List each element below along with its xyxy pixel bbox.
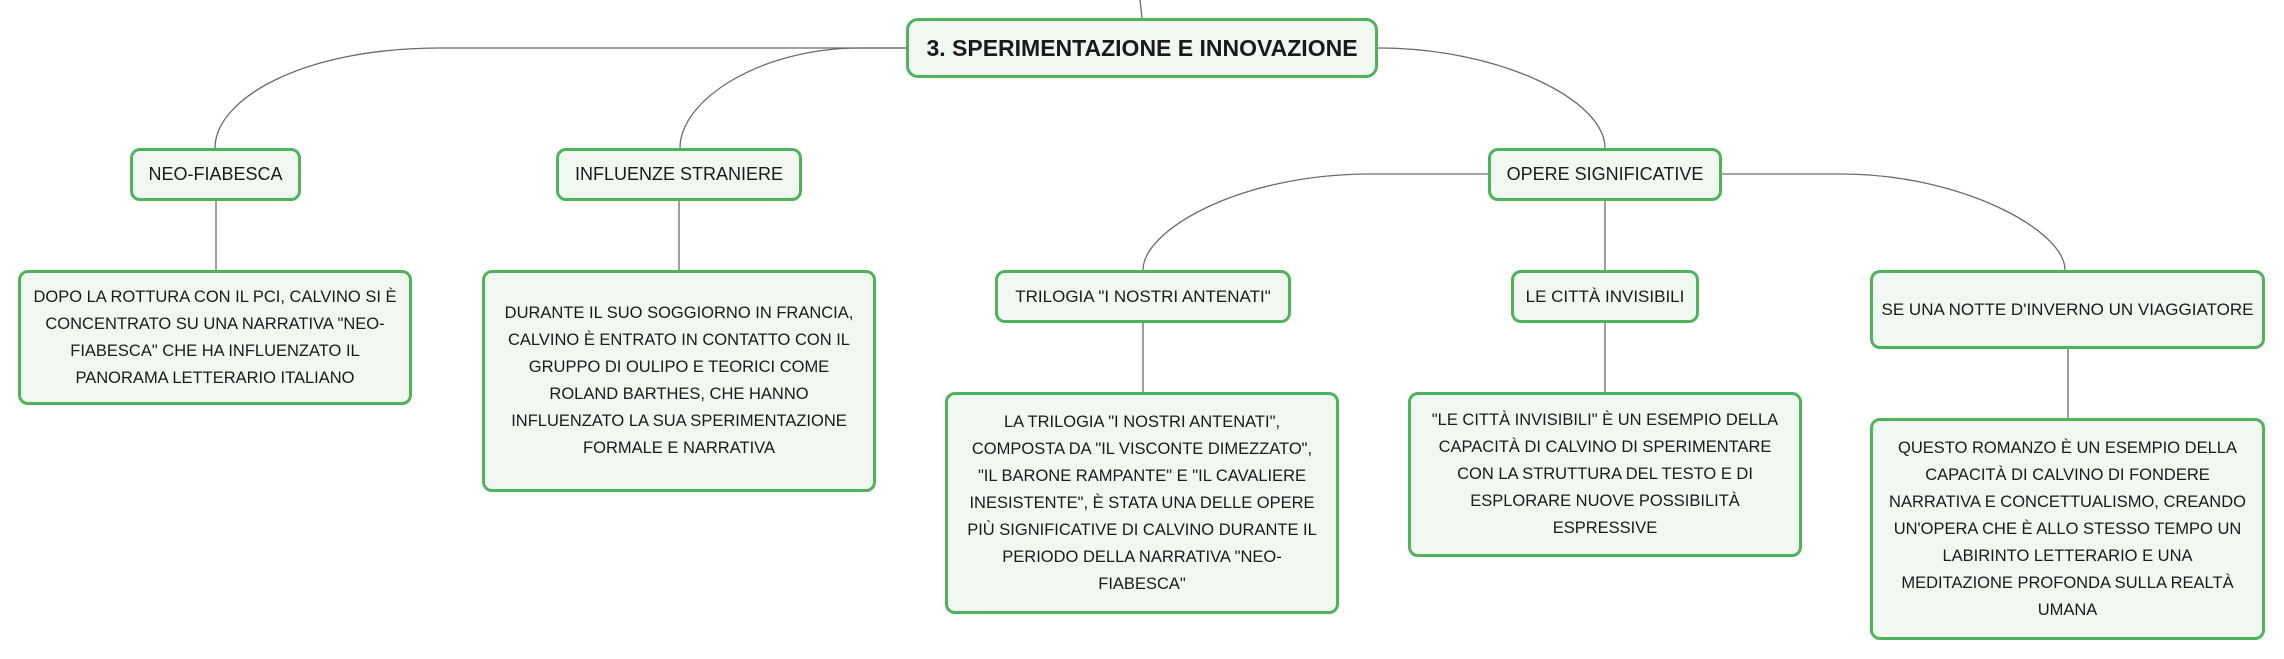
subtopic-node-label: SE UNA NOTTE D'INVERNO UN VIAGGIATORE [1881,299,2254,319]
topic-node-neo-fiabesca[interactable]: NEO-FIABESCA [130,148,301,201]
subtopic-node-citta-invisibili[interactable]: LE CITTÀ INVISIBILI [1511,270,1699,323]
connector-opere-to-trilogia [1142,173,1488,271]
subtopic-node-trilogia[interactable]: TRILOGIA "I NOSTRI ANTENATI" [995,270,1291,323]
connector-root-to-neo-fiabesca [214,47,906,149]
detail-node-text: DOPO LA ROTTURA CON IL PCI, CALVINO SI È… [33,287,397,387]
detail-node-trilogia[interactable]: LA TRILOGIA "I NOSTRI ANTENATI", COMPOST… [945,392,1339,614]
root-node-label: 3. SPERIMENTAZIONE E INNOVAZIONE [926,34,1358,61]
detail-node-influenze-straniere[interactable]: DURANTE IL SUO SOGGIORNO IN FRANCIA, CAL… [482,270,876,492]
detail-node-citta-invisibili[interactable]: "LE CITTÀ INVISIBILI" È UN ESEMPIO DELLA… [1408,392,1802,557]
subtopic-node-label: LE CITTÀ INVISIBILI [1525,286,1685,306]
topic-node-influenze-straniere[interactable]: INFLUENZE STRANIERE [556,148,802,201]
detail-node-text: DURANTE IL SUO SOGGIORNO IN FRANCIA, CAL… [504,304,854,457]
topic-node-label: OPERE SIGNIFICATIVE [1506,164,1704,184]
topic-node-opere-significative[interactable]: OPERE SIGNIFICATIVE [1488,148,1722,201]
detail-node-viaggiatore[interactable]: QUESTO ROMANZO È UN ESEMPIO DELLA CAPACI… [1870,418,2265,640]
detail-node-text: QUESTO ROMANZO È UN ESEMPIO DELLA CAPACI… [1889,438,2246,619]
topic-node-label: NEO-FIABESCA [148,164,283,184]
detail-node-text: LA TRILOGIA "I NOSTRI ANTENATI", COMPOST… [967,412,1317,593]
connector-opere-to-viaggiatore [1722,173,2066,271]
connector-parent-to-root [1139,0,1143,19]
root-node[interactable]: 3. SPERIMENTAZIONE E INNOVAZIONE [906,18,1378,78]
subtopic-node-label: TRILOGIA "I NOSTRI ANTENATI" [1015,286,1271,306]
connector-root-to-influenze-straniere [679,47,906,149]
topic-node-label: INFLUENZE STRANIERE [574,164,784,184]
connector-root-to-opere-significative [1377,47,1606,149]
detail-node-text: "LE CITTÀ INVISIBILI" È UN ESEMPIO DELLA… [1431,411,1779,537]
subtopic-node-viaggiatore[interactable]: SE UNA NOTTE D'INVERNO UN VIAGGIATORE [1870,270,2265,349]
detail-node-neo-fiabesca[interactable]: DOPO LA ROTTURA CON IL PCI, CALVINO SI È… [18,270,412,405]
